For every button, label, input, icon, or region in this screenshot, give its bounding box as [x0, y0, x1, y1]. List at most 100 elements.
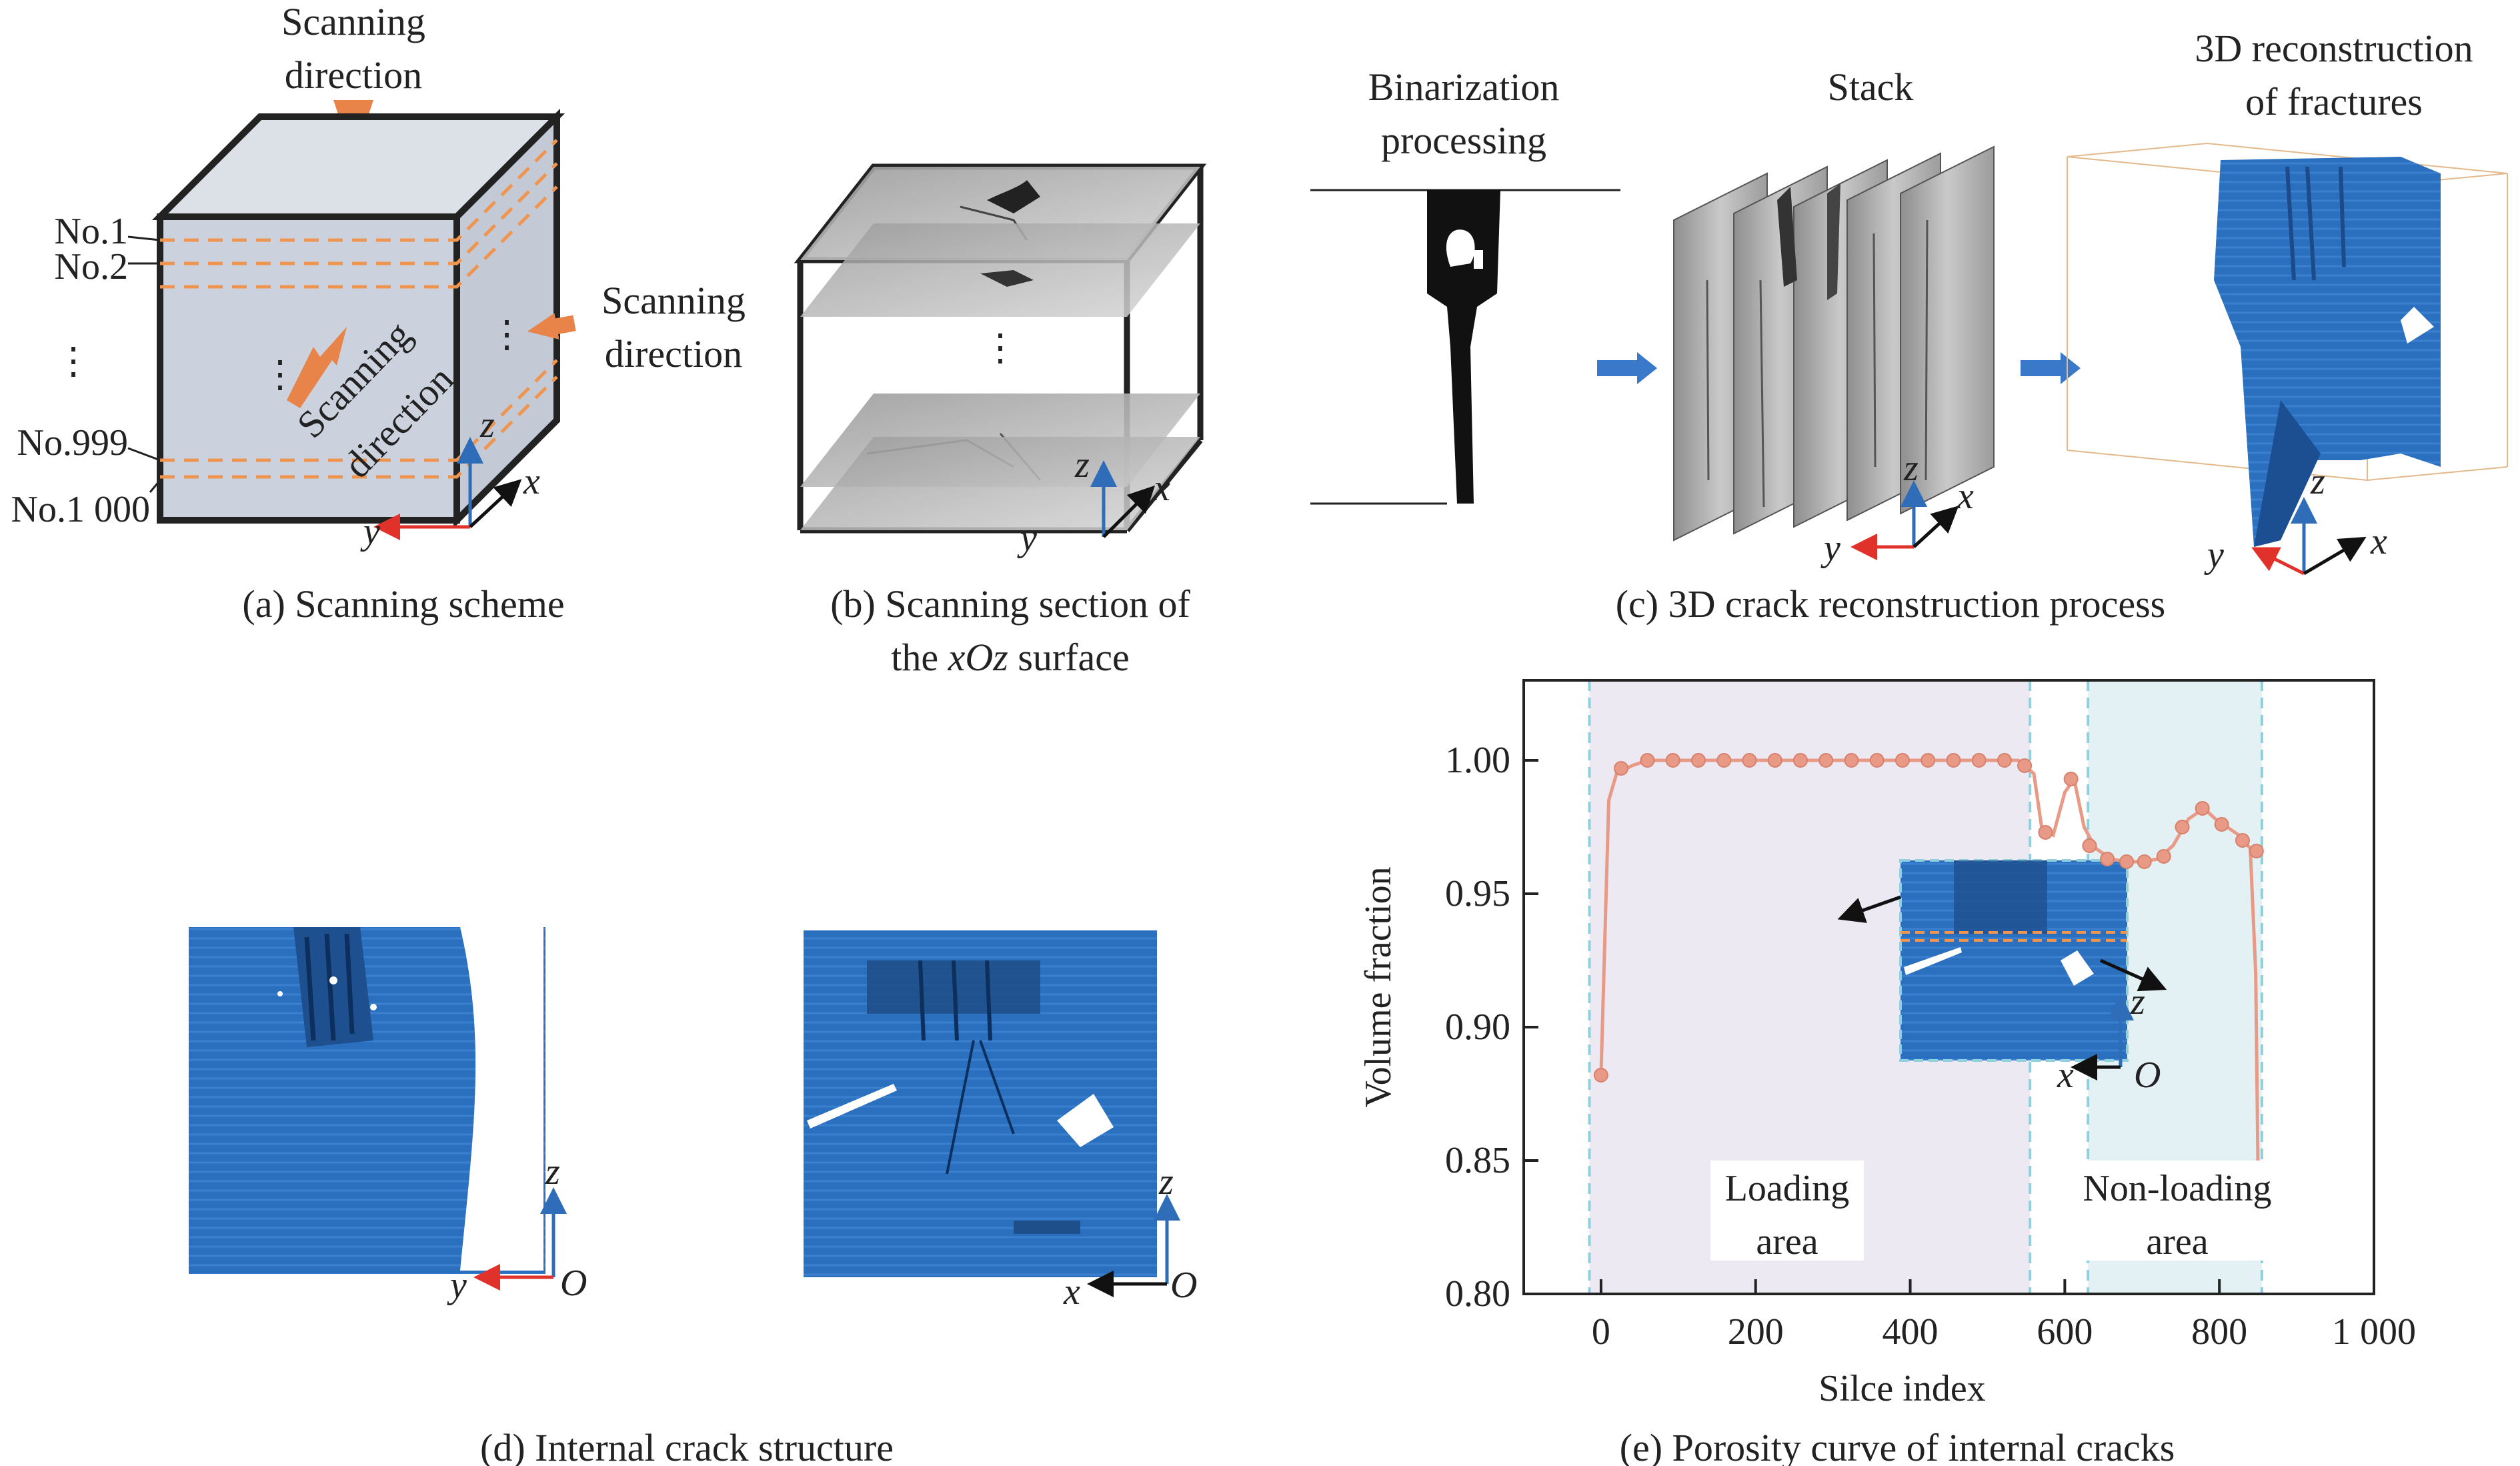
axis-y-label-c2: y	[2204, 534, 2224, 576]
data-point	[1767, 753, 1782, 768]
region-label-line2: area	[2146, 1221, 2208, 1263]
data-point	[2156, 849, 2171, 864]
data-point	[1946, 753, 1961, 768]
axis-z-label-d2: z	[1158, 1161, 1174, 1203]
axis-z-label-b: z	[1074, 444, 1090, 486]
caption-c: (c) 3D crack reconstruction process	[1616, 582, 2166, 626]
region-label-line1: Loading	[1725, 1168, 1850, 1209]
data-point	[1640, 753, 1655, 768]
stack-slices	[1673, 145, 1995, 542]
axes-a: z x y	[360, 404, 540, 552]
data-point	[1997, 753, 2012, 768]
region-label-box	[2067, 1161, 2287, 1261]
chart-series	[1593, 753, 2266, 1176]
reconstruction-3d	[2067, 142, 2508, 547]
data-point	[1869, 753, 1884, 768]
side-arrow-label-1: Scanning	[601, 279, 746, 322]
data-point	[2100, 852, 2115, 866]
axes-d-left: z y O	[447, 1151, 587, 1306]
data-point	[2063, 772, 2079, 786]
x-axis-title: Silce index	[1818, 1368, 1985, 1409]
axis-y-label-d1: y	[447, 1265, 467, 1306]
step2-label: Stack	[1828, 65, 1914, 109]
data-point	[1818, 753, 1834, 768]
x-tick-label: 400	[1882, 1311, 1939, 1353]
axis-x-label-b: x	[1153, 468, 1170, 509]
x-tick-label: 0	[1592, 1311, 1610, 1353]
axis-y-label-b: y	[1017, 518, 1037, 559]
y-tick-label: 1.00	[1445, 740, 1510, 781]
axis-x-label-c2: x	[2370, 521, 2387, 562]
data-point	[2235, 833, 2250, 848]
axis-z-label-c2: z	[2310, 461, 2325, 502]
axes-b: z x y	[1017, 444, 1170, 559]
axis-z-label-c1: z	[1903, 448, 1919, 489]
caption-a: (a) Scanning scheme	[242, 582, 564, 626]
region-label-box	[1710, 1161, 1864, 1261]
axis-z-label-d1: z	[545, 1151, 560, 1193]
x-tick-label: 200	[1728, 1311, 1784, 1353]
axes-c-recon: z x y	[2204, 461, 2387, 576]
step1-label-2: processing	[1381, 119, 1546, 162]
slice-label-999: No.999	[17, 422, 128, 464]
axis-origin-label-d2: O	[1170, 1265, 1197, 1306]
x-tick-label: 800	[2191, 1311, 2247, 1353]
data-point	[1614, 761, 1629, 776]
panel-c: Binarization processing Stack z	[1310, 27, 2508, 626]
y-tick-label: 0.85	[1445, 1140, 1510, 1181]
data-point	[1895, 753, 1910, 768]
data-point	[2137, 854, 2152, 869]
panel-b: ⋮ z x y (b) Scanning section of the xOz …	[794, 163, 1207, 679]
slice-label-1000: No.1 000	[11, 489, 150, 530]
data-point	[2119, 854, 2135, 869]
caption-d: (d) Internal crack structure	[480, 1426, 894, 1466]
caption-e: (e) Porosity curve of internal cracks	[1620, 1426, 2175, 1466]
inset-axis-x-label: x	[2057, 1054, 2074, 1096]
axis-origin-label-d1: O	[560, 1263, 587, 1304]
plot-frame	[1522, 679, 2375, 1295]
crack-image-right	[804, 930, 1157, 1277]
axis-z-label-a: z	[479, 404, 495, 446]
crack-image-left	[189, 927, 545, 1274]
data-point	[2195, 801, 2210, 816]
slice-ellipsis: ⋮	[55, 341, 92, 382]
axis-x-label-c1: x	[1957, 476, 1974, 517]
axis-x-label-d2: x	[1063, 1271, 1080, 1313]
top-arrow-label-2: direction	[285, 53, 422, 97]
slice-top-2	[800, 223, 1200, 317]
data-point	[1844, 753, 1859, 768]
side-arrow-label-2: direction	[605, 332, 742, 376]
panel-a: Scanning direction No.1 No.2 ⋮ No.999 No…	[11, 0, 746, 626]
data-point	[1742, 753, 1757, 768]
slice-ellipsis-b: ⋮	[982, 327, 1019, 369]
step3-label-1: 3D reconstruction	[2195, 27, 2473, 70]
data-point	[1665, 753, 1680, 768]
step1-label-1: Binarization	[1368, 65, 1560, 109]
flow-arrow-1	[1597, 352, 1657, 384]
axes-d-right: z x O	[1063, 1161, 1197, 1313]
side-scan-arrow	[527, 313, 576, 339]
caption-b-line2: the xOz surface	[891, 636, 1130, 679]
flow-arrow-2	[2021, 352, 2081, 384]
axis-y-label-a: y	[360, 511, 380, 552]
step3-label-2: of fractures	[2245, 80, 2423, 123]
region-label-line1: Non-loading	[2083, 1168, 2271, 1209]
panel-d: z y O z x O (d) Internal crack structure	[189, 927, 1197, 1466]
x-tick-label: 1 000	[2332, 1311, 2416, 1353]
data-point	[2175, 820, 2190, 834]
data-point	[2214, 817, 2229, 832]
y-tick-label: 0.95	[1445, 873, 1510, 914]
x-tick-label: 600	[2037, 1311, 2093, 1353]
data-point	[1971, 753, 1987, 768]
data-point	[2082, 838, 2097, 853]
cube-side-face	[453, 108, 560, 529]
y-tick-label: 0.80	[1445, 1273, 1510, 1315]
top-arrow-label-1: Scanning	[281, 0, 425, 43]
data-point	[2249, 844, 2264, 858]
slice-label-2: No.2	[55, 246, 128, 287]
data-point	[1792, 753, 1808, 768]
data-point	[2038, 825, 2053, 840]
